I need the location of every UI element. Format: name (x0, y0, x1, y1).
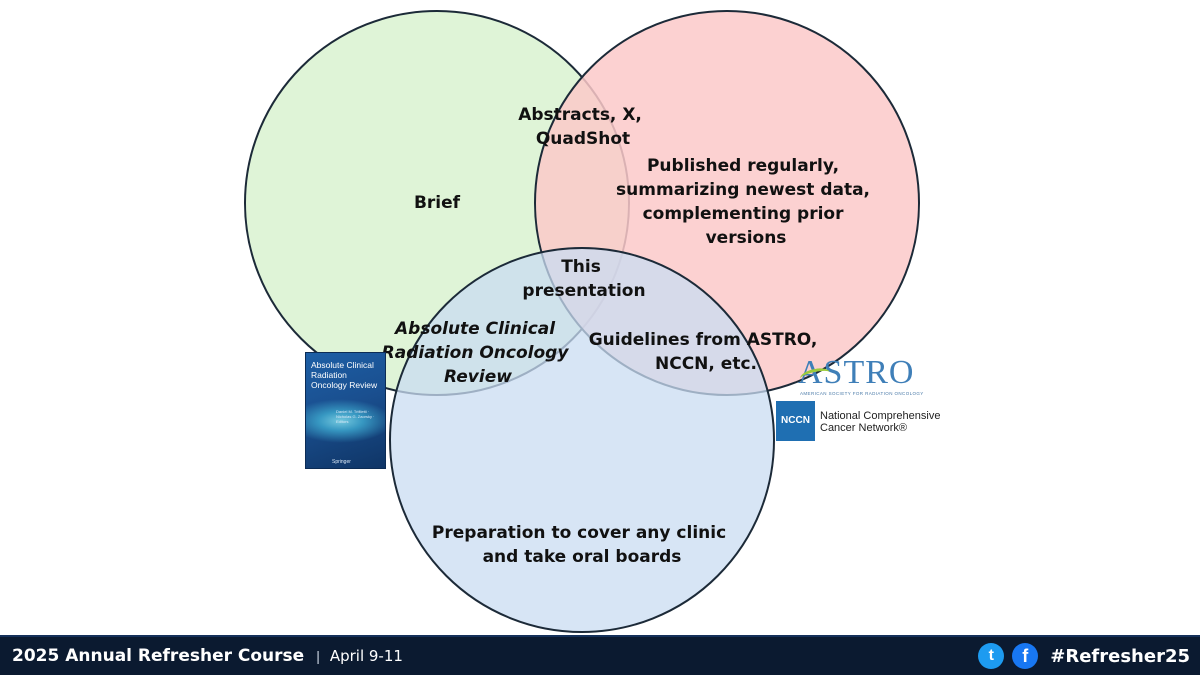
nccn-logo: NCCN National Comprehensive Cancer Netwo… (776, 401, 956, 441)
label-absolute-clinical-review: Absolute Clinical Radiation Oncology Rev… (382, 319, 575, 387)
nccn-line-2: Cancer Network® (820, 422, 907, 434)
nccn-line-1: National Comprehensive (820, 410, 941, 422)
book-editors: Daniel M. Trifiletti · Nicholas G. Zaors… (336, 409, 375, 424)
book-title: Absolute Clinical Radiation Oncology Rev… (311, 360, 378, 390)
nccn-logo-text: National Comprehensive Cancer Network® (820, 410, 960, 434)
label-brief: Brief (414, 193, 461, 213)
course-dates: April 9-11 (329, 647, 403, 665)
course-title: 2025 Annual Refresher Course (12, 646, 305, 666)
facebook-icon[interactable]: f (1012, 643, 1039, 669)
footer-bar: 2025 Annual Refresher Course | April 9-1… (0, 635, 1200, 675)
twitter-icon[interactable]: t (978, 643, 1005, 669)
astro-logo-subtitle: AMERICAN SOCIETY FOR RADIATION ONCOLOGY (800, 391, 924, 396)
label-published-regularly: Published regularly, summarizing newest … (616, 156, 876, 248)
label-abstracts-x-quadshot: Abstracts, X, QuadShot (518, 105, 648, 149)
venn-circles (244, 10, 920, 633)
circle-preparation (389, 247, 775, 633)
hashtag: #Refresher25 (1050, 645, 1190, 667)
label-preparation: Preparation to cover any clinic and take… (432, 523, 732, 567)
footer-course-info: 2025 Annual Refresher Course | April 9-1… (12, 637, 403, 675)
book-cover-image: Absolute Clinical Radiation Oncology Rev… (305, 352, 386, 469)
label-guidelines: Guidelines from ASTRO, NCCN, etc. (589, 330, 824, 374)
astro-logo: ASTRO AMERICAN SOCIETY FOR RADIATION ONC… (798, 354, 923, 398)
book-cover-art (306, 399, 385, 443)
nccn-logo-box: NCCN (776, 401, 815, 441)
venn-diagram: Brief Abstracts, X, QuadShot Published r… (244, 10, 920, 633)
footer-separator: | (316, 648, 320, 664)
footer-social: t f #Refresher25 (978, 637, 1190, 675)
label-this-presentation: This presentation (522, 257, 645, 301)
astro-logo-word: ASTRO (798, 354, 915, 391)
book-publisher: Springer (332, 459, 351, 465)
